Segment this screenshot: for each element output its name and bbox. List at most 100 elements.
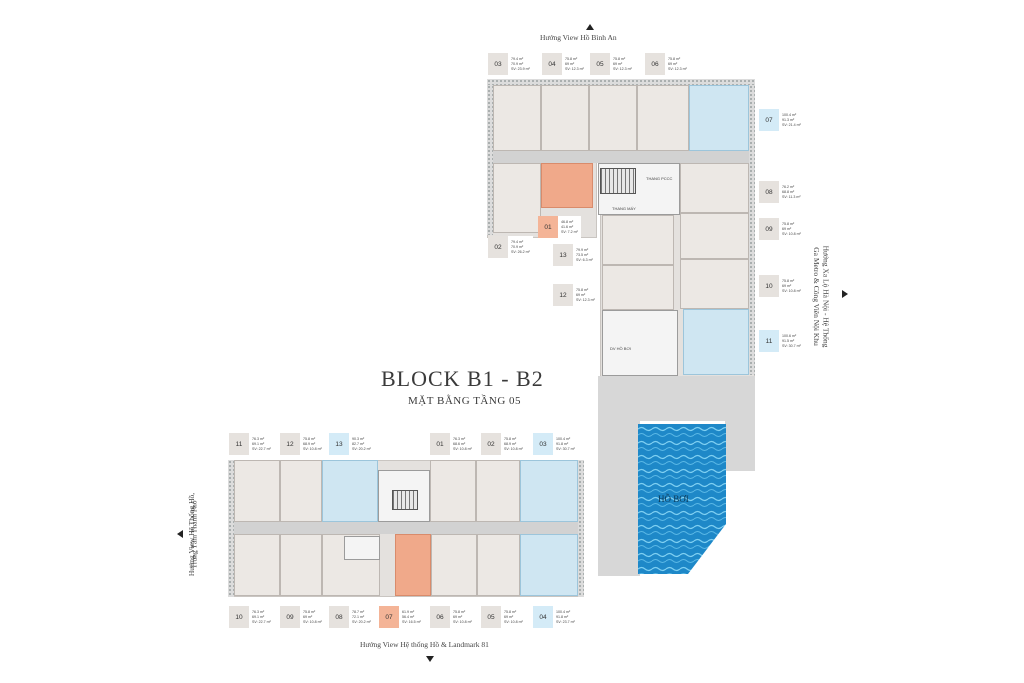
unit-lower-10[interactable]	[234, 534, 280, 596]
unit-lower-09[interactable]	[280, 534, 322, 596]
unit-lower-07[interactable]	[395, 534, 431, 596]
unit-area-net: 82.7 m²	[352, 441, 365, 446]
connector-vertical	[598, 376, 640, 576]
unit-area-net: 69 m²	[782, 283, 792, 288]
unit-upper-05[interactable]	[589, 85, 637, 151]
unit-number: 03	[488, 53, 508, 75]
unit-area-net: 69 m²	[504, 614, 514, 619]
unit-lower-02[interactable]	[476, 460, 520, 522]
unit-number: 08	[759, 181, 779, 203]
pool-service-area	[602, 310, 678, 376]
unit-garden: SV: 23.7 m²	[556, 619, 575, 624]
unit-area: 100.4 m²	[782, 112, 797, 117]
unit-upper-10[interactable]	[680, 259, 749, 309]
upper-stair	[600, 168, 636, 194]
unit-garden: SV: 26.2 m²	[511, 249, 530, 254]
unit-number: 10	[759, 275, 779, 297]
unit-area-net: 68.8 m²	[782, 189, 795, 194]
unit-area: 75.8 m²	[504, 436, 517, 441]
unit-number: 09	[759, 218, 779, 240]
unit-number: 13	[329, 433, 349, 455]
lower-greenery-right	[578, 460, 584, 597]
unit-area: 90.3 m²	[352, 436, 365, 441]
direction-right-1: Hướng Xa Lộ Hà Nội - Hệ Thống	[821, 245, 831, 348]
unit-number: 06	[645, 53, 665, 75]
unit-area: 75.8 m²	[303, 609, 316, 614]
unit-area-net: 69 m²	[782, 226, 792, 231]
unit-number: 12	[280, 433, 300, 455]
unit-upper-03[interactable]	[493, 85, 541, 151]
upper-corridor	[493, 151, 749, 163]
unit-area-net: 68.9 m²	[303, 441, 316, 446]
arrow-down-icon	[426, 656, 434, 662]
unit-lower-06[interactable]	[431, 534, 477, 596]
unit-garden: SV: 10.8 m²	[303, 446, 322, 451]
unit-area-net: 69 m²	[613, 61, 623, 66]
unit-number: 04	[533, 606, 553, 628]
unit-lower-05[interactable]	[477, 534, 520, 596]
unit-number: 03	[533, 433, 553, 455]
unit-lower-13[interactable]	[322, 460, 378, 522]
unit-upper-11[interactable]	[683, 309, 749, 375]
unit-lower-04[interactable]	[520, 534, 578, 596]
unit-upper-08[interactable]	[680, 163, 749, 213]
unit-upper-06[interactable]	[637, 85, 689, 151]
unit-lower-03[interactable]	[520, 460, 578, 522]
unit-number: 01	[538, 216, 558, 238]
direction-bottom: Hướng View Hệ thống Hồ & Landmark 81	[360, 640, 489, 649]
unit-upper-04[interactable]	[541, 85, 589, 151]
unit-upper-07[interactable]	[689, 85, 749, 151]
unit-garden: SV: 22.7 m²	[252, 619, 271, 624]
unit-area-net: 41.6 m²	[561, 224, 574, 229]
lower-greenery-left	[228, 460, 234, 597]
direction-left-2: Trung Tâm Thành Phố	[189, 500, 199, 569]
unit-upper-02[interactable]	[493, 163, 541, 233]
swimming-pool: HỒ BƠI	[638, 424, 726, 574]
unit-lower-12[interactable]	[280, 460, 322, 522]
unit-lower-01[interactable]	[430, 460, 476, 522]
unit-area: 75.8 m²	[613, 56, 626, 61]
pool-label: HỒ BƠI	[658, 494, 689, 504]
unit-number: 02	[481, 433, 501, 455]
unit-upper-12[interactable]	[602, 265, 674, 310]
lower-core-bottom	[344, 536, 380, 560]
unit-lower-11[interactable]	[234, 460, 280, 522]
unit-upper-13[interactable]	[602, 215, 674, 265]
unit-upper-01[interactable]	[541, 163, 593, 208]
unit-upper-09[interactable]	[680, 213, 749, 259]
unit-number: 07	[759, 109, 779, 131]
unit-area-net: 69 m²	[303, 614, 313, 619]
unit-garden: SV: 12.3 m²	[613, 66, 632, 71]
unit-area-net: 91.8 m²	[556, 441, 569, 446]
upper-greenery	[487, 79, 755, 85]
connector-east	[725, 421, 755, 471]
arrow-up-icon	[586, 24, 594, 30]
unit-garden: SV: 10.8 m²	[504, 619, 523, 624]
